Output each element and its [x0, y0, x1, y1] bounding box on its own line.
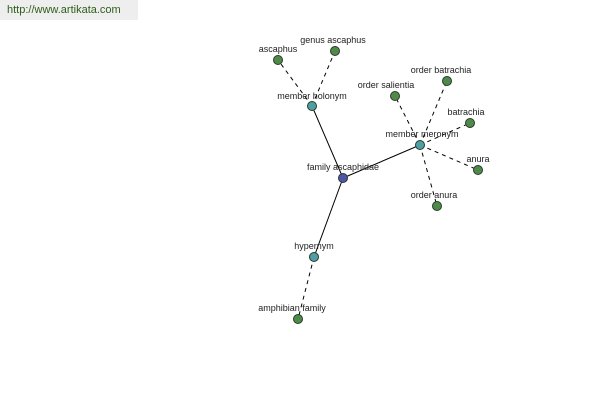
- nodes-layer: [273, 46, 483, 324]
- edge-meronym-batrachia: [419, 122, 471, 146]
- node-hypernym[interactable]: [309, 252, 319, 262]
- edge-center-meronym: [342, 144, 421, 179]
- edges-layer: [277, 50, 479, 320]
- node-order-anura[interactable]: [432, 201, 442, 211]
- node-genus-ascaphus[interactable]: [330, 46, 340, 56]
- node-holonym[interactable]: [307, 101, 317, 111]
- edge-meronym-anura: [419, 144, 479, 171]
- node-batrachia[interactable]: [465, 118, 475, 128]
- node-label-order-salientia[interactable]: order salientia: [358, 80, 415, 90]
- node-label-order-anura[interactable]: order anura: [411, 190, 458, 200]
- node-label-ascaphus[interactable]: ascaphus: [259, 44, 298, 54]
- node-label-genus-ascaphus[interactable]: genus ascaphus: [300, 35, 366, 45]
- url-banner: http://www.artikata.com: [0, 0, 138, 20]
- edge-meronym-order-batrachia: [419, 80, 448, 146]
- edge-hypernym-amphibian-family: [297, 256, 315, 320]
- node-amphibian-family[interactable]: [293, 314, 303, 324]
- node-label-order-batrachia[interactable]: order batrachia: [411, 65, 472, 75]
- node-label-batrachia[interactable]: batrachia: [447, 107, 484, 117]
- node-label-holonym[interactable]: member holonym: [277, 91, 347, 101]
- node-ascaphus[interactable]: [273, 55, 283, 65]
- edge-meronym-order-anura: [419, 144, 438, 207]
- edge-holonym-genus-ascaphus: [311, 50, 336, 107]
- site-url-link[interactable]: http://www.artikata.com: [7, 4, 121, 16]
- node-label-hypernym[interactable]: hypernym: [294, 241, 334, 251]
- node-meronym[interactable]: [415, 140, 425, 150]
- edge-center-hypernym: [313, 177, 344, 258]
- node-label-meronym[interactable]: member meronym: [385, 129, 458, 139]
- node-center[interactable]: [338, 173, 348, 183]
- node-order-salientia[interactable]: [390, 91, 400, 101]
- node-anura[interactable]: [473, 165, 483, 175]
- edge-center-holonym: [311, 105, 344, 179]
- node-label-anura[interactable]: anura: [466, 154, 489, 164]
- edge-meronym-order-salientia: [394, 95, 421, 146]
- node-label-center[interactable]: family ascaphidae: [307, 162, 379, 172]
- node-label-amphibian-family[interactable]: amphibian family: [258, 303, 326, 313]
- node-order-batrachia[interactable]: [442, 76, 452, 86]
- edge-holonym-ascaphus: [277, 59, 313, 107]
